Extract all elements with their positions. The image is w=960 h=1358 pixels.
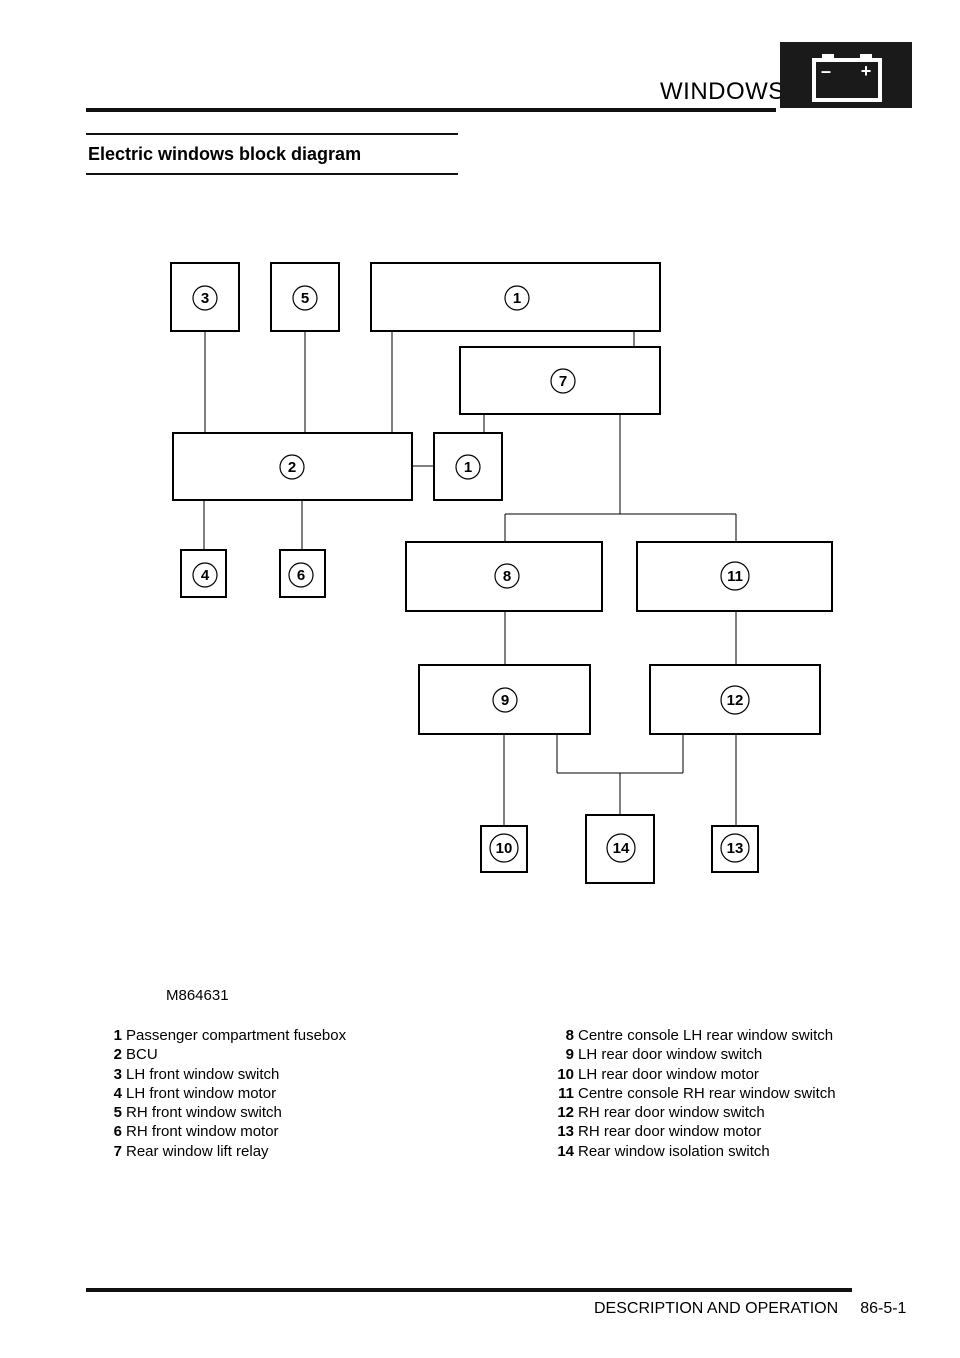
diagram-blocks: [170, 262, 833, 884]
footer-section-name: DESCRIPTION AND OPERATION: [594, 1300, 839, 1317]
callout-label: 10: [496, 840, 513, 857]
battery-minus-sign: –: [821, 61, 831, 81]
header-rule: [86, 108, 776, 112]
callout-label: 8: [503, 568, 511, 585]
legend-text: Passenger compartment fusebox: [126, 1027, 347, 1044]
legend-number: 2: [113, 1046, 122, 1064]
callout-label: 3: [201, 290, 209, 307]
callout-label: 1: [464, 459, 472, 476]
legend-number: 3: [113, 1065, 122, 1083]
callout-label: 12: [727, 692, 744, 709]
legend-text: RH rear door window switch: [578, 1104, 765, 1122]
legend-number: 1: [113, 1027, 122, 1044]
legend-text: LH rear door window motor: [578, 1065, 759, 1083]
legend-text: LH front window switch: [126, 1065, 280, 1083]
legend-text: RH front window switch: [126, 1104, 282, 1122]
block-8: [405, 541, 603, 612]
legend-text: LH rear door window switch: [578, 1046, 763, 1064]
page-footer: DESCRIPTION AND OPERATION 86-5-1: [594, 1300, 906, 1318]
page-heading: Electric windows block diagram: [88, 144, 362, 164]
callout-labels: 3 5 1 7 2 1 4 6 8 11 9 12 10 14 13: [201, 290, 744, 857]
legend-number: 6: [113, 1123, 122, 1141]
footer-page-number: 86-5-1: [860, 1300, 907, 1317]
callout-circles: [192, 285, 750, 863]
legend-text: LH front window motor: [126, 1084, 277, 1102]
legend-number: 10: [557, 1065, 574, 1083]
callout-label: 9: [501, 692, 509, 709]
legend-number: 7: [113, 1142, 122, 1160]
callout-label: 7: [559, 373, 567, 390]
battery-icon-graphic: – +: [812, 54, 882, 102]
callout-label: 13: [727, 840, 744, 857]
battery-plus-sign: +: [861, 61, 872, 81]
callout-label: 11: [727, 568, 743, 585]
legend-number: 13: [557, 1123, 574, 1141]
legend-number: 11: [558, 1084, 574, 1102]
legend-text: Rear window isolation switch: [578, 1142, 770, 1160]
block-diagram: 3 5 1 7 2 1 4 6 8 11 9 12 10 14 13: [170, 262, 833, 884]
legend-text: Centre console RH rear window switch: [578, 1084, 836, 1102]
heading-rule-top: [86, 133, 458, 135]
legend-number: 5: [113, 1104, 122, 1122]
legend-text: RH rear door window motor: [578, 1123, 762, 1141]
callout-label: 5: [301, 290, 309, 307]
battery-icon: – +: [780, 42, 912, 108]
legend-number: 8: [565, 1027, 574, 1044]
page-header-title: WINDOWS: [660, 78, 785, 105]
callout-label: 14: [613, 840, 630, 857]
callout-label: 4: [201, 567, 210, 584]
legend-text: Rear window lift relay: [126, 1142, 269, 1160]
callout-label: 6: [297, 567, 305, 584]
connection-lines: [203, 331, 737, 826]
legend-number: 14: [557, 1142, 574, 1160]
legend-number: 9: [565, 1046, 574, 1064]
callout-label: 2: [288, 459, 296, 476]
legend-text: BCU: [126, 1046, 158, 1064]
footer-rule: [86, 1288, 852, 1292]
heading-rule-bottom: [86, 173, 458, 175]
callout-label: 1: [513, 290, 521, 307]
legend-number: 12: [557, 1104, 574, 1122]
legend-text: Centre console LH rear window switch: [578, 1027, 834, 1044]
legend-number: 4: [113, 1084, 122, 1102]
legend-text: RH front window motor: [126, 1123, 279, 1141]
figure-reference: M864631: [166, 987, 229, 1004]
